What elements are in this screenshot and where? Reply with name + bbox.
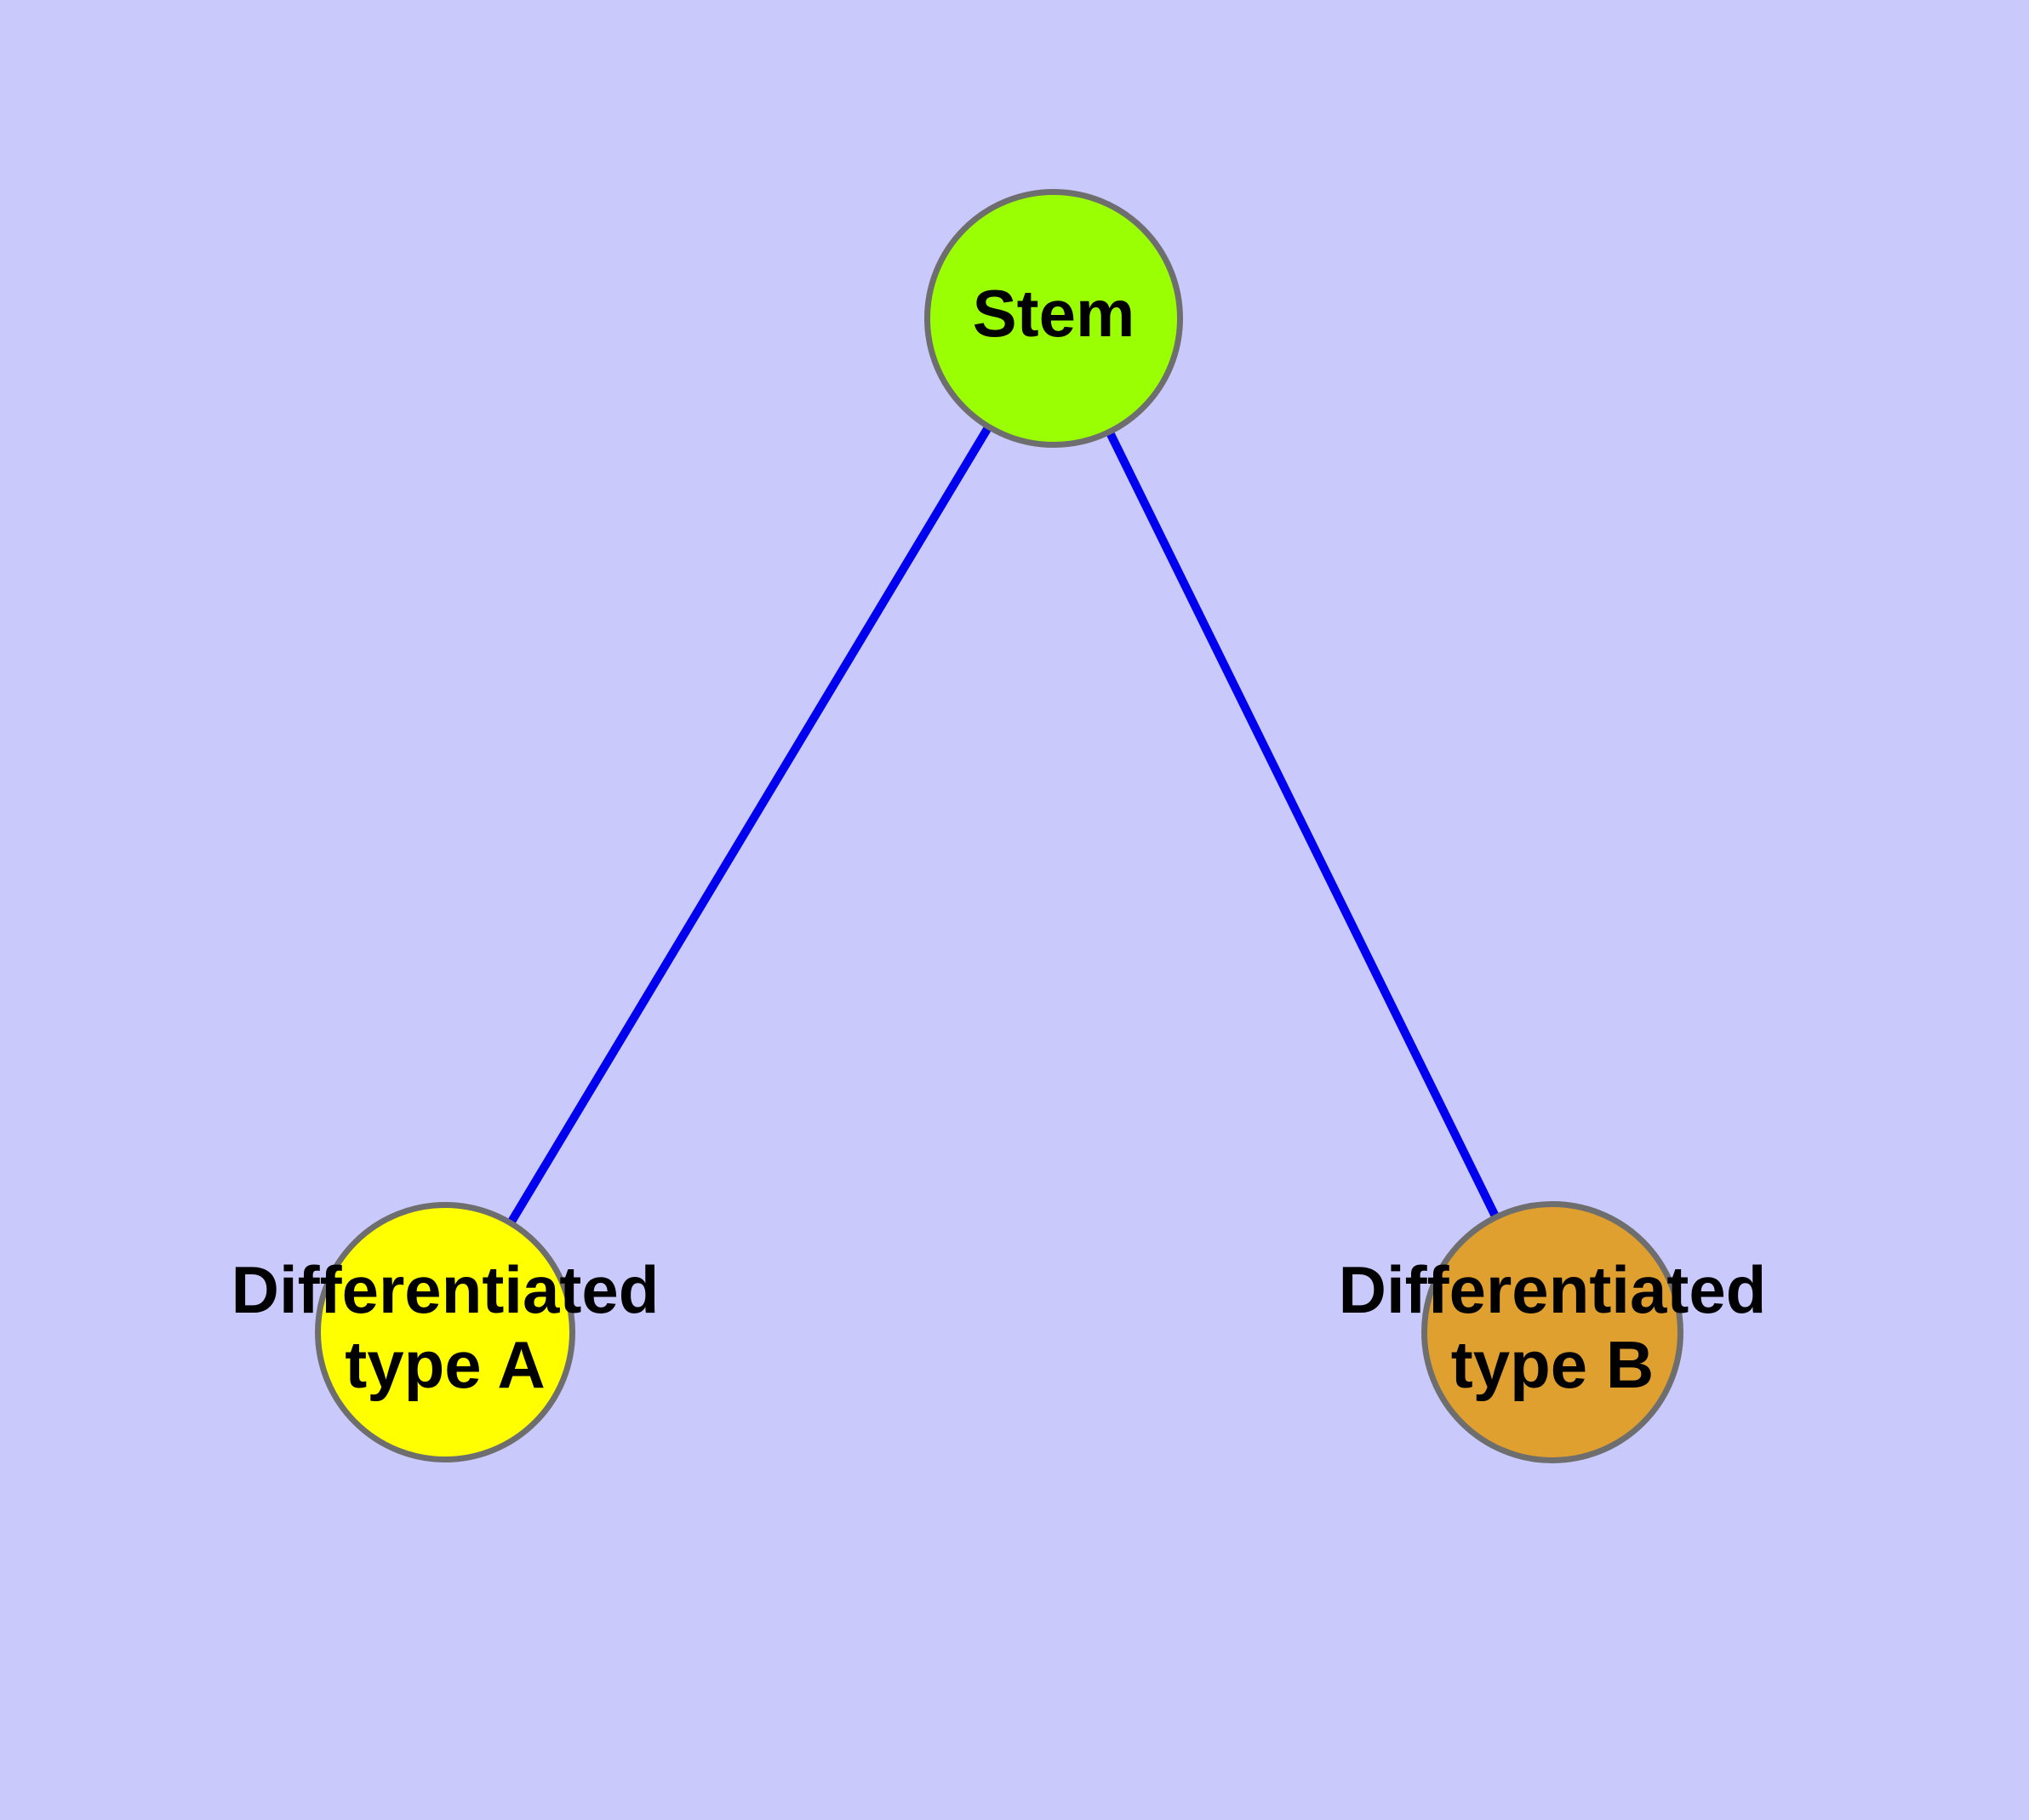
edges-layer (506, 422, 1501, 1228)
node-stem[interactable] (924, 189, 1183, 448)
node-label-stem: Stem (973, 276, 1135, 351)
node-label-line: type B (1451, 1327, 1654, 1402)
node-label-line: Differentiated (1339, 1252, 1767, 1327)
edge-stem-a[interactable] (506, 422, 994, 1228)
node-diff_a[interactable] (315, 1202, 575, 1462)
node-label-line: type A (345, 1327, 546, 1402)
node-label-line: Stem (973, 276, 1135, 351)
nodes-layer (315, 189, 1683, 1463)
edge-stem-b[interactable] (1104, 427, 1501, 1222)
node-label-line: Differentiated (231, 1252, 660, 1327)
node-diff_b[interactable] (1421, 1201, 1683, 1463)
